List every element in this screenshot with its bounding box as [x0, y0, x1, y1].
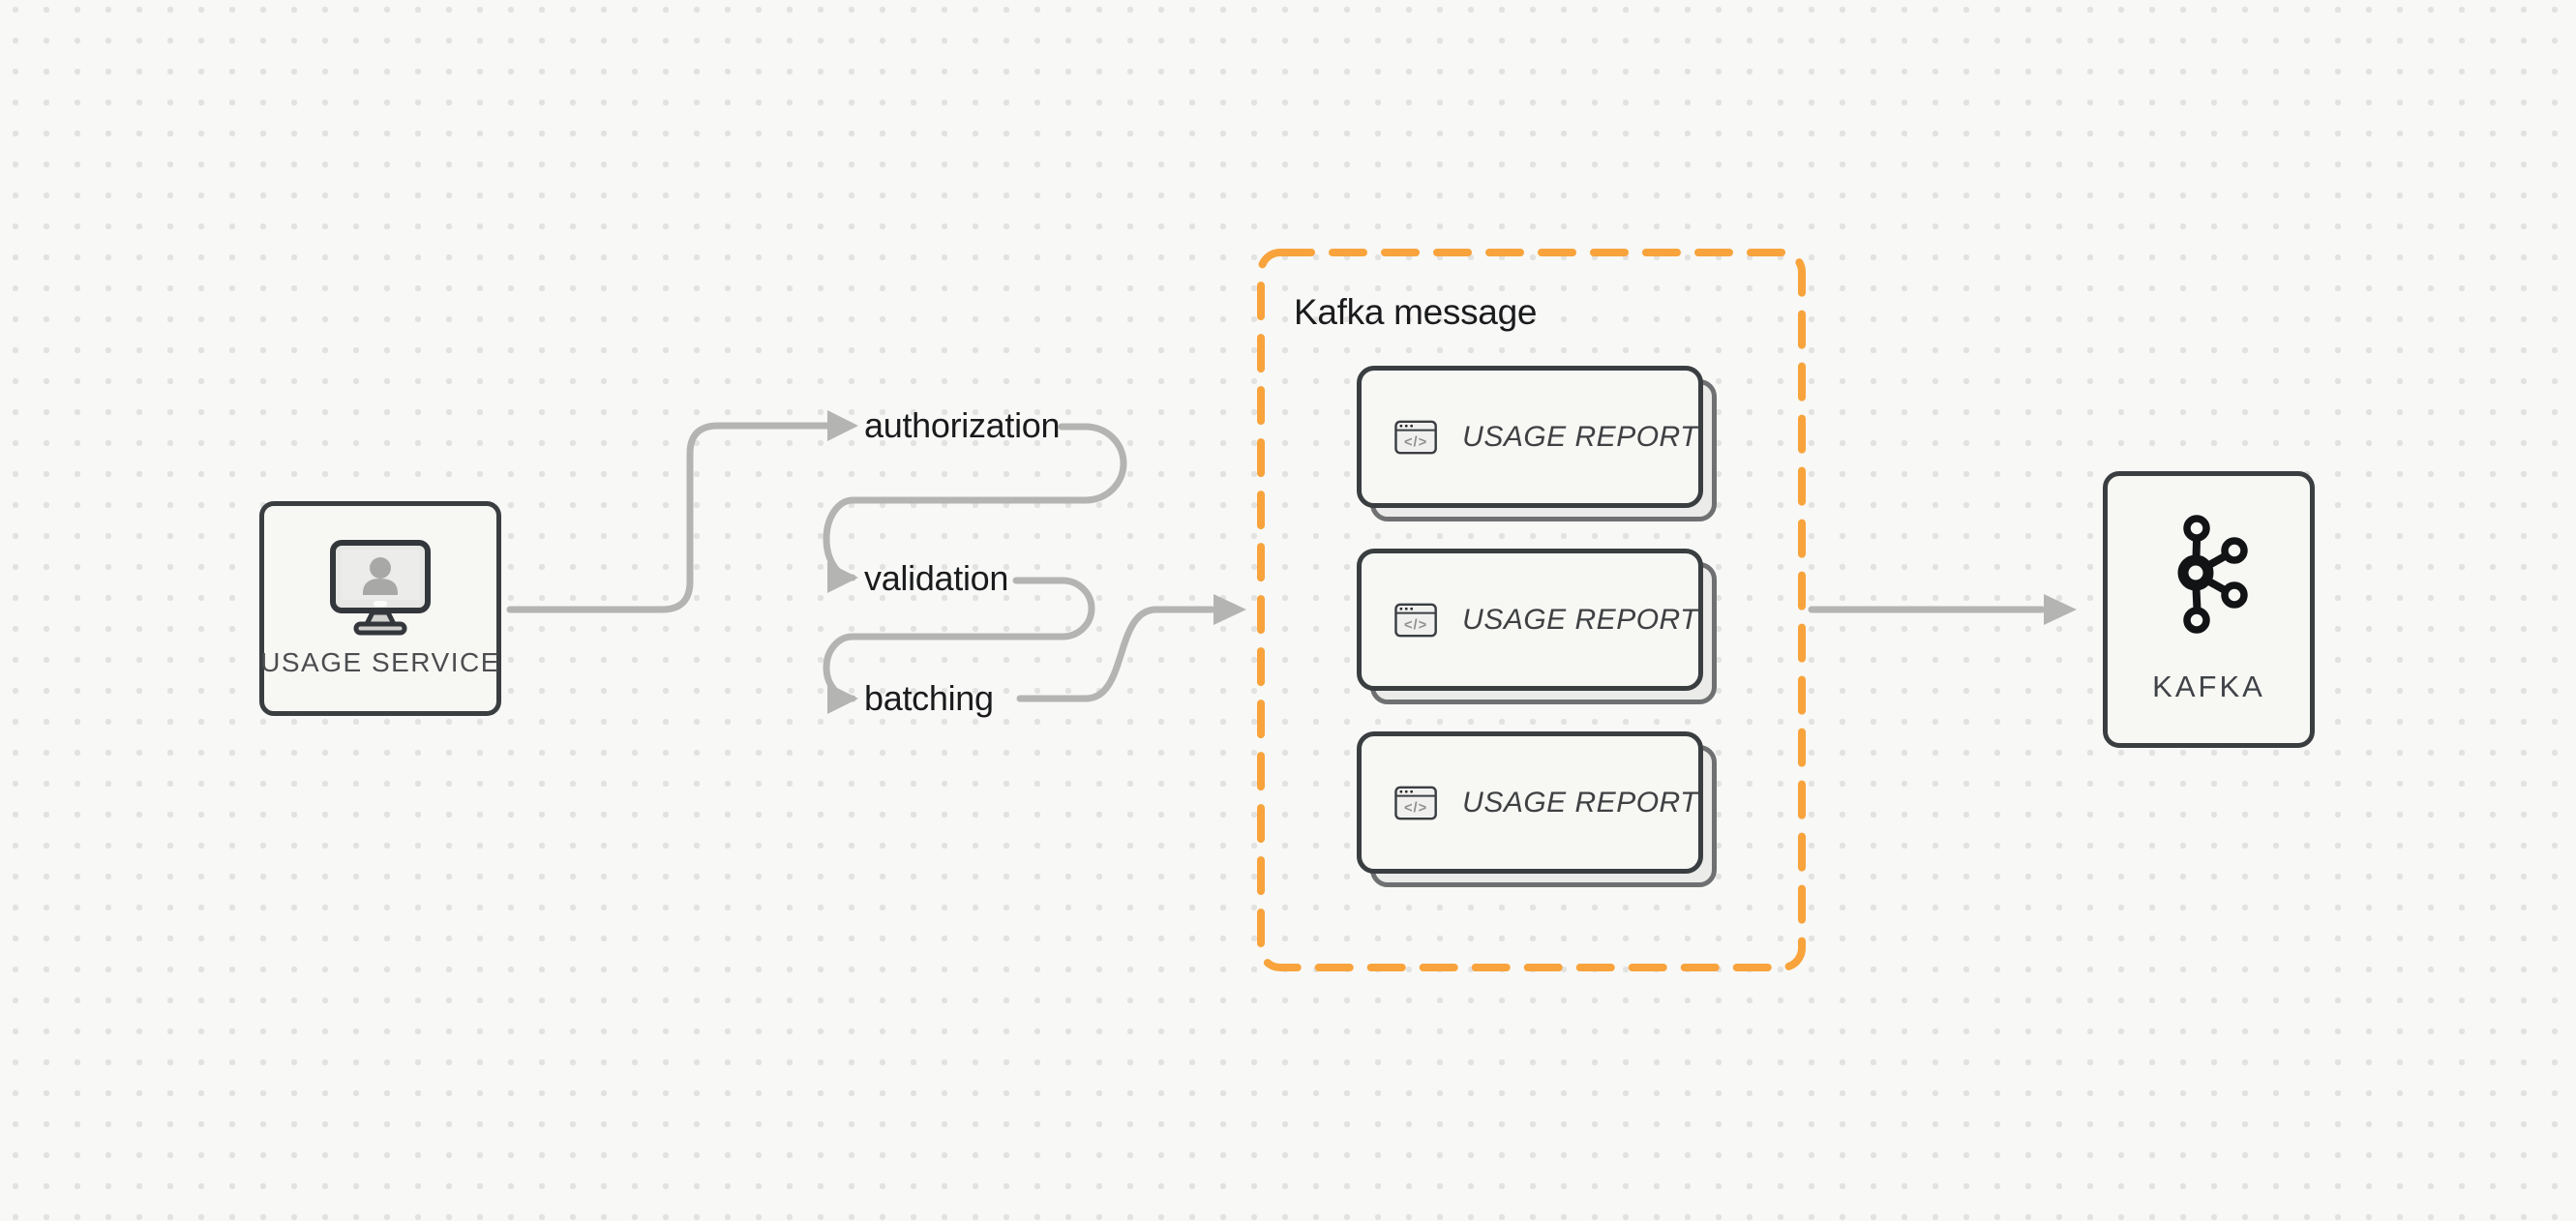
usage-service-label: USAGE SERVICE — [260, 647, 500, 677]
svg-text:</>: </> — [1404, 617, 1427, 633]
step-label-validation: validation — [864, 558, 1009, 598]
code-window-icon: </> — [1394, 603, 1437, 637]
usage-report-card-3: </> USAGE REPORT — [1357, 731, 1717, 887]
arrowhead-kafka-message — [1213, 594, 1246, 625]
code-window-icon: </> — [1394, 786, 1437, 819]
usage-report-label: USAGE REPORT — [1462, 603, 1698, 636]
step-label-authorization: authorization — [864, 405, 1061, 445]
monitor-user-icon — [330, 540, 431, 636]
usage-report-card-1: </> USAGE REPORT — [1357, 366, 1717, 521]
kafka-node: KAFKA — [2103, 471, 2315, 748]
usage-service-node: USAGE SERVICE — [259, 501, 501, 716]
kafka-label: KAFKA — [2152, 670, 2265, 703]
connector-batching-to-kafka-message — [1016, 606, 1215, 702]
arrowhead-kafka — [2044, 594, 2077, 625]
kafka-message-group-title: Kafka message — [1294, 292, 1538, 332]
arrowhead-authorization — [827, 410, 858, 441]
person-head — [370, 557, 391, 579]
usage-report-card-2: </> USAGE REPORT — [1357, 549, 1717, 704]
usage-report-label: USAGE REPORT — [1462, 420, 1698, 453]
code-window-icon: </> — [1394, 420, 1437, 454]
arrowhead-batching — [827, 683, 858, 714]
usage-report-label: USAGE REPORT — [1462, 786, 1698, 819]
kafka-message-group-border — [1257, 249, 1806, 971]
svg-text:</>: </> — [1404, 434, 1427, 450]
person-shoulders — [363, 579, 398, 595]
kafka-logo-icon — [2177, 515, 2248, 634]
svg-text:</>: </> — [1404, 800, 1427, 816]
connector-validation-to-batching — [823, 577, 1095, 702]
connector-usage-to-authorization — [506, 422, 832, 613]
step-label-batching: batching — [864, 678, 994, 718]
connector-authorization-to-validation — [823, 423, 1127, 581]
arrowhead-validation — [827, 562, 858, 593]
